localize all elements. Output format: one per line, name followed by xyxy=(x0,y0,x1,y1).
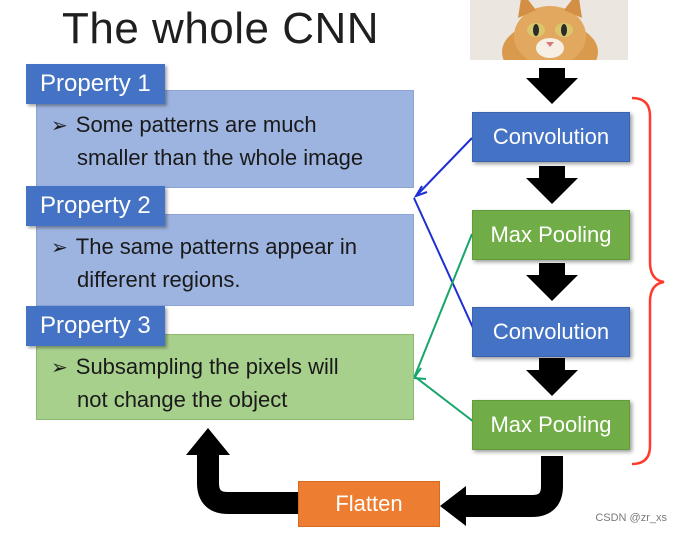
property-3-line-1: Subsampling the pixels will xyxy=(75,354,339,379)
link-pool2-prop xyxy=(413,375,475,423)
down-arrow-1 xyxy=(526,68,578,104)
cat-image xyxy=(470,0,628,60)
return-arrow xyxy=(197,452,298,514)
property-3-box: ➢ Subsampling the pixels will not change … xyxy=(36,334,414,420)
property-2-tag: Property 2 xyxy=(26,186,165,226)
property-1-line-1: Some patterns are much xyxy=(75,112,317,137)
property-3-tag: Property 3 xyxy=(26,306,165,346)
link-pool1-prop xyxy=(413,233,473,379)
property-2-line-1: The same patterns appear in xyxy=(75,234,358,259)
property-2-line-2: different regions. xyxy=(77,267,241,292)
property-3-line-2: not change the object xyxy=(77,387,288,412)
stage-flatten: Flatten xyxy=(298,481,440,527)
down-arrow-2 xyxy=(526,166,578,204)
property-1-box: ➢ Some patterns are much smaller than the… xyxy=(36,90,414,188)
down-arrow-3 xyxy=(526,263,578,301)
property-2-box: ➢ The same patterns appear in different r… xyxy=(36,214,414,306)
stage-convolution-1: Convolution xyxy=(472,112,630,162)
bullet-icon: ➢ xyxy=(51,115,68,137)
link-conv2-prop xyxy=(413,197,475,331)
bullet-icon: ➢ xyxy=(51,237,68,259)
stage-max-pooling-1: Max Pooling xyxy=(472,210,630,260)
link-conv1-prop xyxy=(415,137,473,197)
cat-illustration xyxy=(470,0,628,60)
watermark: CSDN @zr_xs xyxy=(595,512,667,524)
bullet-icon: ➢ xyxy=(51,357,68,379)
flatten-arrow xyxy=(462,456,563,517)
page-title: The whole CNN xyxy=(62,4,380,53)
red-bracket xyxy=(631,96,665,466)
property-1-tag: Property 1 xyxy=(26,64,165,104)
stage-convolution-2: Convolution xyxy=(472,307,630,357)
down-arrow-4 xyxy=(526,358,578,396)
stage-max-pooling-2: Max Pooling xyxy=(472,400,630,450)
property-1-line-2: smaller than the whole image xyxy=(77,145,364,170)
